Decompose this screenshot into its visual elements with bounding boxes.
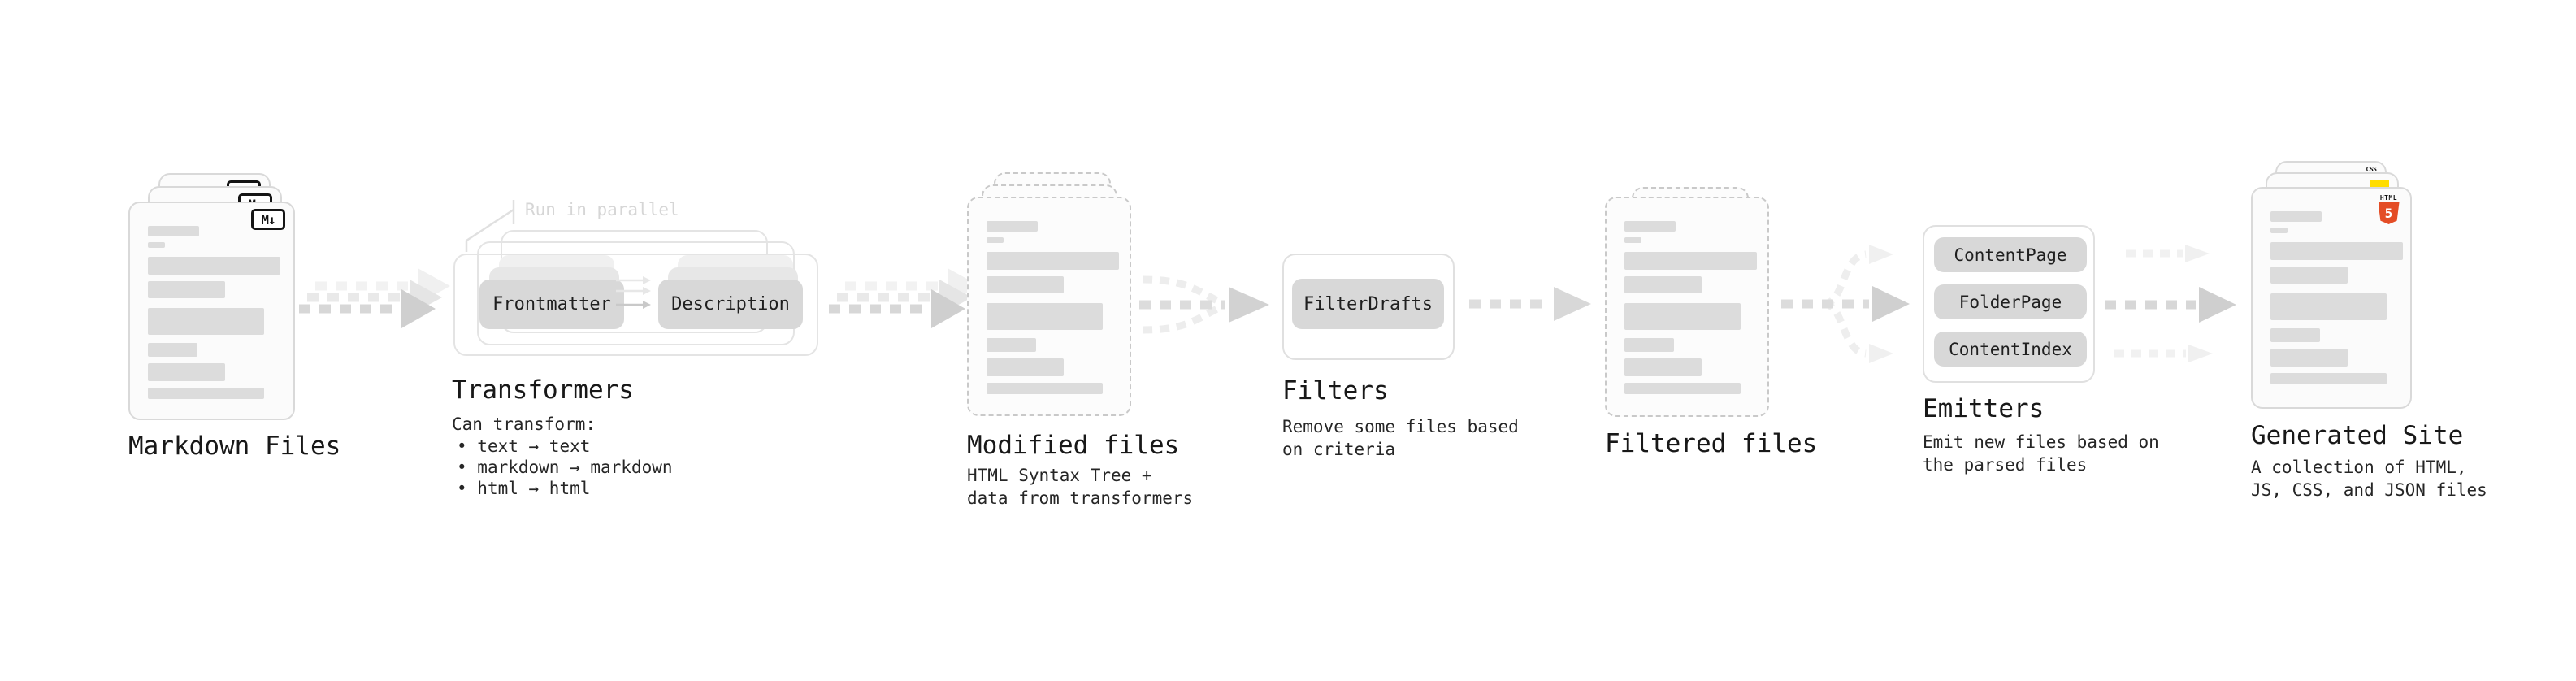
file-content-placeholder xyxy=(987,221,1119,394)
modified-files-note: HTML Syntax Tree + data from transformer… xyxy=(967,466,1194,508)
markdown-files-title: Markdown Files xyxy=(128,432,341,461)
flow-arrow-emitters-to-generated xyxy=(2105,245,2236,362)
filter-node-filterdrafts: FilterDrafts xyxy=(1292,279,1444,329)
stage-markdown-files: M↓ M↓ M↓ xyxy=(128,173,295,420)
generated-site-title: Generated Site xyxy=(2251,421,2464,450)
file-content-placeholder xyxy=(2270,211,2403,384)
filters-panel xyxy=(1282,254,1455,360)
flow-arrow-transformers-to-modified xyxy=(829,268,980,328)
list-item: text → text xyxy=(457,436,673,457)
flow-arrow-markdown-to-transformers xyxy=(299,268,450,328)
transformers-title: Transformers xyxy=(452,375,634,405)
generated-file-card-html: HTML 5 xyxy=(2251,187,2412,409)
emitter-node-contentindex: ContentIndex xyxy=(1934,332,2087,367)
transformers-capability-list: text → text markdown → markdown html → h… xyxy=(457,436,673,499)
filters-title: Filters xyxy=(1282,376,1389,406)
stage-modified-files xyxy=(967,172,1131,416)
filters-note: Remove some files based on criteria xyxy=(1282,417,1519,459)
run-in-parallel-callout-line xyxy=(465,200,515,252)
list-item: markdown → markdown xyxy=(457,457,672,478)
emitters-title: Emitters xyxy=(1923,394,2045,423)
emitter-node-contentpage: ContentPage xyxy=(1934,237,2087,272)
transformer-node-frontmatter: Frontmatter xyxy=(479,280,624,329)
stage-filtered-files xyxy=(1605,187,1769,417)
file-content-placeholder xyxy=(1624,221,1757,394)
emitter-node-folderpage: FolderPage xyxy=(1934,284,2087,319)
filtered-file-card-front xyxy=(1605,197,1769,417)
filtered-files-title: Filtered files xyxy=(1605,429,1818,458)
run-in-parallel-label: Run in parallel xyxy=(525,200,679,219)
flow-arrow-modified-to-filters xyxy=(1139,275,1269,334)
transformers-panel-front xyxy=(453,254,818,356)
html5-icon: HTML 5 xyxy=(2378,194,2400,224)
emitters-note: Emit new files based on the parsed files xyxy=(1923,432,2159,475)
list-item: html → html xyxy=(457,478,673,499)
file-content-placeholder xyxy=(148,226,280,399)
parallel-mini-arrows xyxy=(616,276,651,309)
stage-generated-site: CSS HTML 5 xyxy=(2251,161,2412,409)
markdown-icon: M↓ xyxy=(251,209,285,230)
modified-file-card-front xyxy=(967,197,1131,416)
emitters-panel xyxy=(1923,225,2095,383)
flow-arrow-filters-to-filtered xyxy=(1469,287,1591,321)
transformers-note-heading: Can transform: xyxy=(452,414,596,434)
markdown-file-card-front: M↓ xyxy=(128,202,295,420)
generated-site-note: A collection of HTML, JS, CSS, and JSON … xyxy=(2251,458,2487,500)
modified-files-title: Modified files xyxy=(967,431,1180,460)
transformer-node-description: Description xyxy=(658,280,803,329)
flow-arrow-filtered-to-emitters xyxy=(1781,245,1910,363)
